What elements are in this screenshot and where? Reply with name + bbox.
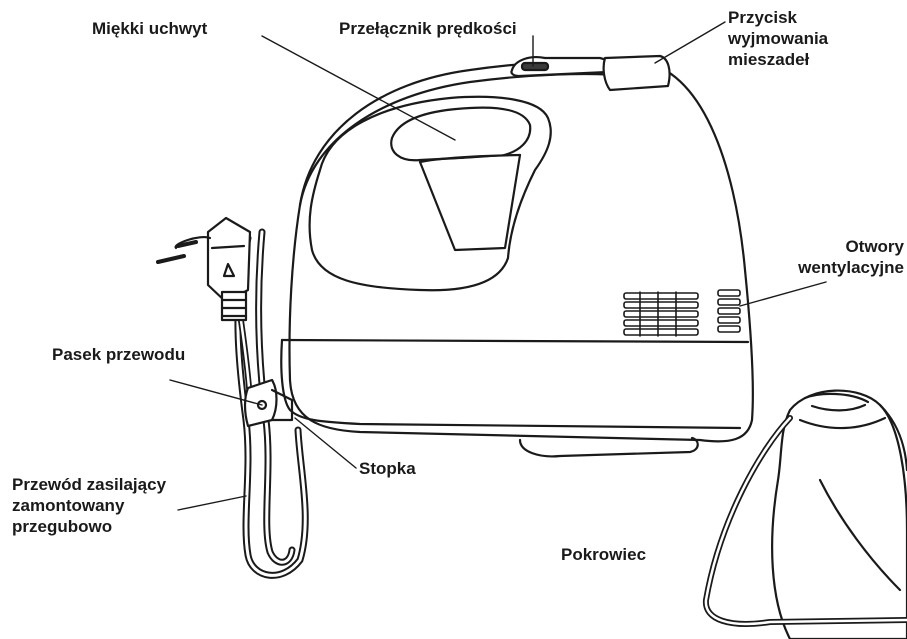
label-vents: Otwory wentylacyjne [770,236,904,278]
label-storage-bag: Pokrowiec [561,544,646,565]
label-heel-rest: Stopka [359,458,416,479]
label-speed-switch: Przełącznik prędkości [339,18,517,39]
label-soft-grip: Miękki uchwyt [92,18,207,39]
mixer-body [245,56,753,456]
plug [158,218,250,320]
label-beater-eject: Przycisk wyjmowania mieszadeł [728,7,828,70]
label-cord-strap: Pasek przewodu [52,344,185,365]
label-power-cord: Przewód zasilający zamontowany przegubow… [12,474,166,537]
